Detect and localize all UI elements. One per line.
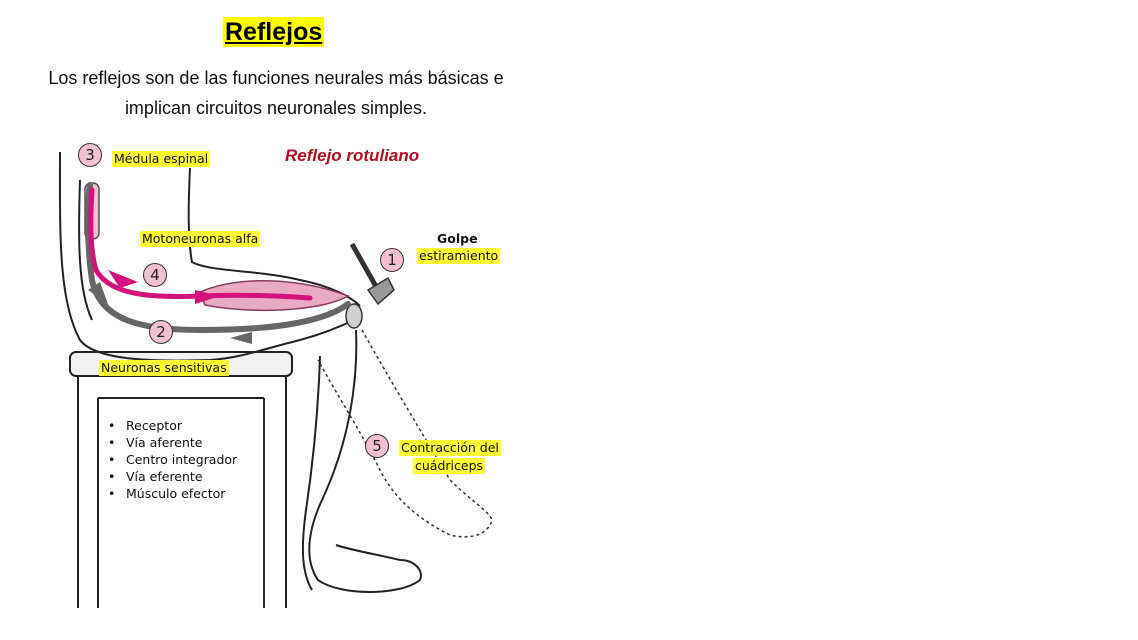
reflex-hammer [349, 242, 395, 306]
label-neuronas-sensitivas: Neuronas sensitivas [99, 360, 229, 376]
page-title: Reflejos [223, 17, 325, 47]
label-cuadriceps: cuádriceps [413, 458, 486, 474]
label-medula-espinal: Médula espinal [112, 151, 211, 167]
label-contraccion: Contracción del [399, 440, 501, 456]
motor-arrow-2 [108, 270, 138, 288]
label-motoneuronas: Motoneuronas alfa [140, 231, 261, 247]
step-3-badge: 3 [78, 143, 102, 167]
diagram-subtitle: Reflejo rotuliano [285, 146, 420, 165]
list-item: Receptor [108, 417, 237, 434]
patella [345, 303, 363, 329]
label-estiramiento: estiramiento [417, 248, 501, 264]
motor-pathway [88, 187, 313, 301]
sensory-arrow-up [88, 282, 108, 304]
list-item: Vía aferente [108, 434, 237, 451]
intro-text: Los reflejos son de las funciones neural… [48, 68, 504, 118]
list-item: Centro integrador [108, 451, 237, 468]
step-2-badge: 2 [149, 320, 173, 344]
label-golpe: Golpe [437, 231, 478, 246]
sensory-pathway [85, 182, 351, 334]
lower-leg [301, 329, 422, 593]
list-item: Músculo efector [108, 485, 237, 502]
step-5-badge: 5 [365, 434, 389, 458]
sensory-arrow [230, 332, 252, 344]
motor-arrow [195, 290, 220, 304]
step-1-badge: 1 [380, 248, 404, 272]
lower-leg-extended [317, 329, 493, 538]
list-item: Vía eferente [108, 468, 237, 485]
reflex-components-list: Receptor Vía aferente Centro integrador … [108, 417, 237, 502]
step-4-badge: 4 [143, 263, 167, 287]
